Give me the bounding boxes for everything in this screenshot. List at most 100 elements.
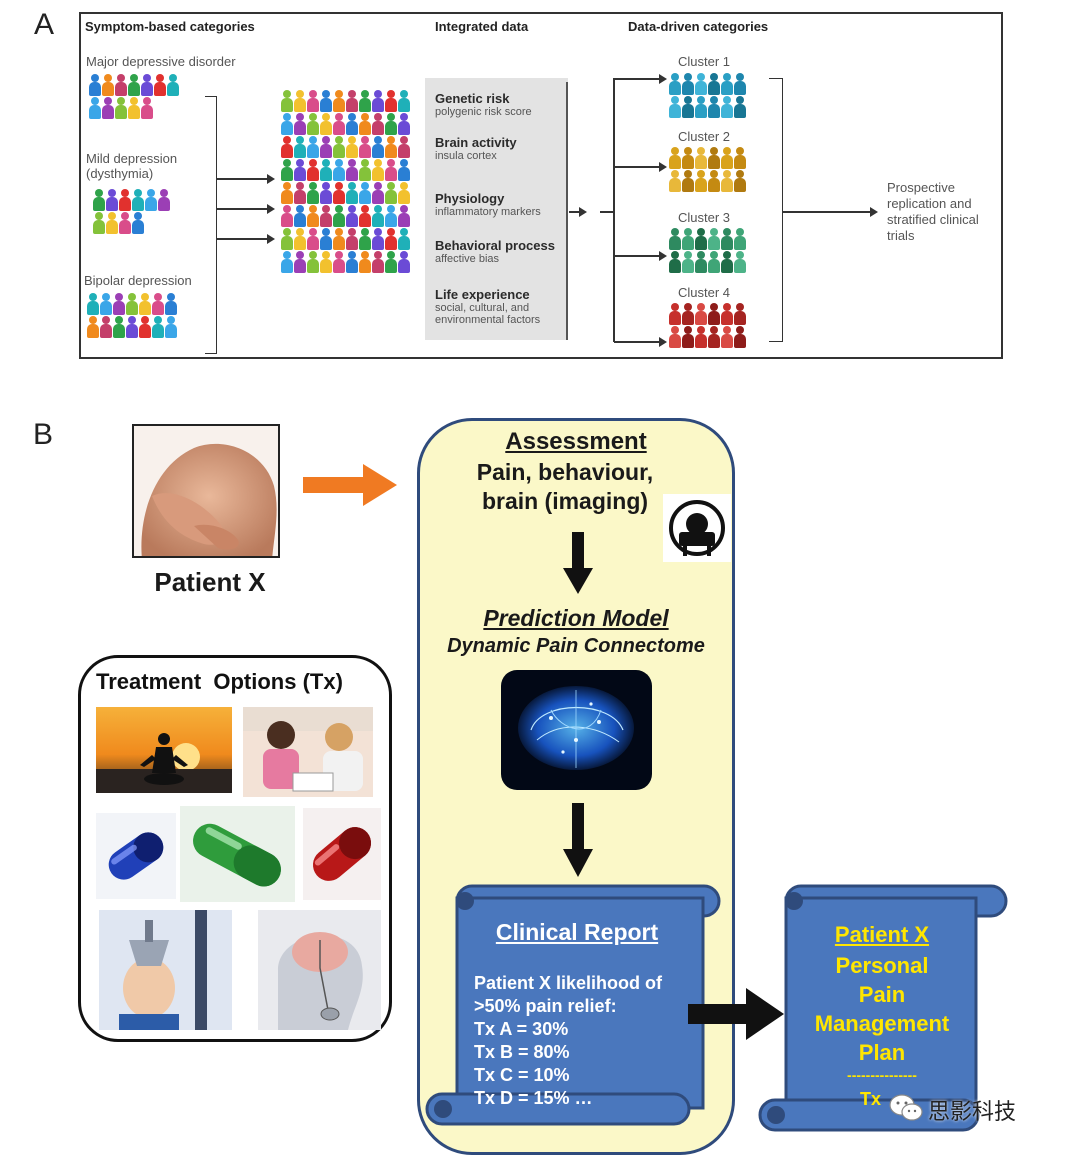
person-head	[400, 251, 408, 259]
person-body	[359, 144, 371, 158]
person-figure	[141, 97, 153, 119]
person-body	[372, 121, 384, 135]
person-body	[281, 98, 293, 112]
black-arrow-to-plan	[688, 988, 784, 1040]
person-figure	[132, 212, 144, 234]
physiology-title: Physiology	[435, 191, 505, 206]
person-body	[346, 121, 358, 135]
person-figure	[307, 251, 319, 273]
behavioral-title: Behavioral process	[435, 238, 555, 253]
person-head	[361, 251, 369, 259]
plan-scroll	[758, 884, 1008, 1132]
person-head	[374, 251, 382, 259]
arrow-line-1	[216, 178, 268, 180]
person-body	[294, 236, 306, 250]
cluster-arrowhead-3	[659, 251, 667, 261]
person-head	[374, 159, 382, 167]
arrow-head-3	[267, 234, 275, 244]
person-body	[106, 197, 118, 211]
integrated-item-physiology: Physiology inflammatory markers	[435, 191, 541, 218]
person-head	[309, 182, 317, 190]
person-figure	[385, 136, 397, 158]
person-figure	[119, 189, 131, 211]
person-head	[335, 159, 343, 167]
person-figure	[682, 147, 694, 169]
person-figure	[128, 74, 140, 96]
life-title: Life experience	[435, 287, 530, 302]
person-head	[348, 90, 356, 98]
person-figure	[385, 251, 397, 273]
plan-divider: ---------------	[847, 1067, 917, 1083]
person-figure	[294, 90, 306, 112]
integrated-item-life: Life experience social, cultural, and en…	[435, 287, 563, 326]
physiology-sub: inflammatory markers	[435, 206, 541, 218]
person-head	[374, 182, 382, 190]
person-body	[669, 104, 681, 118]
person-figure	[721, 326, 733, 348]
person-body	[126, 301, 138, 315]
person-body	[281, 167, 293, 181]
person-body	[93, 220, 105, 234]
person-head	[361, 159, 369, 167]
person-figure	[89, 97, 101, 119]
person-body	[100, 301, 112, 315]
wechat-icon	[888, 1093, 924, 1123]
person-figure	[307, 159, 319, 181]
person-body	[398, 98, 410, 112]
person-head	[154, 293, 162, 301]
person-head	[697, 170, 705, 178]
person-body	[734, 334, 746, 348]
arrow-head-outcome	[870, 207, 878, 217]
person-head	[348, 113, 356, 121]
people-crowd-integrated	[281, 90, 413, 273]
person-head	[296, 159, 304, 167]
person-head	[361, 182, 369, 190]
person-head	[130, 97, 138, 105]
person-head	[141, 316, 149, 324]
person-body	[281, 144, 293, 158]
person-body	[398, 121, 410, 135]
person-figure	[113, 316, 125, 338]
person-head	[309, 113, 317, 121]
person-figure	[734, 73, 746, 95]
person-figure	[669, 96, 681, 118]
person-body	[398, 213, 410, 227]
cluster-4-label: Cluster 4	[678, 285, 731, 300]
person-figure	[695, 170, 707, 192]
person-figure	[281, 182, 293, 204]
person-figure	[320, 228, 332, 250]
person-figure	[346, 182, 358, 204]
plan-line-2: Pain	[858, 982, 906, 1007]
person-figure	[721, 170, 733, 192]
person-head	[108, 189, 116, 197]
person-body	[333, 98, 345, 112]
genetic-sub: polygenic risk score	[435, 106, 532, 118]
person-head	[723, 303, 731, 311]
person-figure	[734, 170, 746, 192]
person-body	[398, 167, 410, 181]
person-head	[697, 147, 705, 155]
person-head	[361, 136, 369, 144]
cluster-1-label: Cluster 1	[678, 54, 731, 69]
person-body	[734, 155, 746, 169]
person-body	[695, 334, 707, 348]
person-body	[669, 81, 681, 95]
person-body	[320, 236, 332, 250]
person-head	[710, 73, 718, 81]
person-head	[104, 74, 112, 82]
person-figure	[708, 96, 720, 118]
person-body	[346, 98, 358, 112]
orange-arrow-shaft	[303, 477, 365, 493]
person-head	[89, 293, 97, 301]
person-head	[296, 205, 304, 213]
person-body	[372, 213, 384, 227]
report-row-d: Tx D = 15% …	[474, 1088, 593, 1108]
model-title: Prediction Model	[483, 605, 669, 631]
person-head	[141, 293, 149, 301]
person-head	[309, 90, 317, 98]
assessment-line-1: Pain, behaviour,	[476, 459, 654, 485]
person-head	[710, 228, 718, 236]
person-head	[400, 182, 408, 190]
person-figure	[682, 228, 694, 250]
meditation-image	[96, 707, 232, 793]
